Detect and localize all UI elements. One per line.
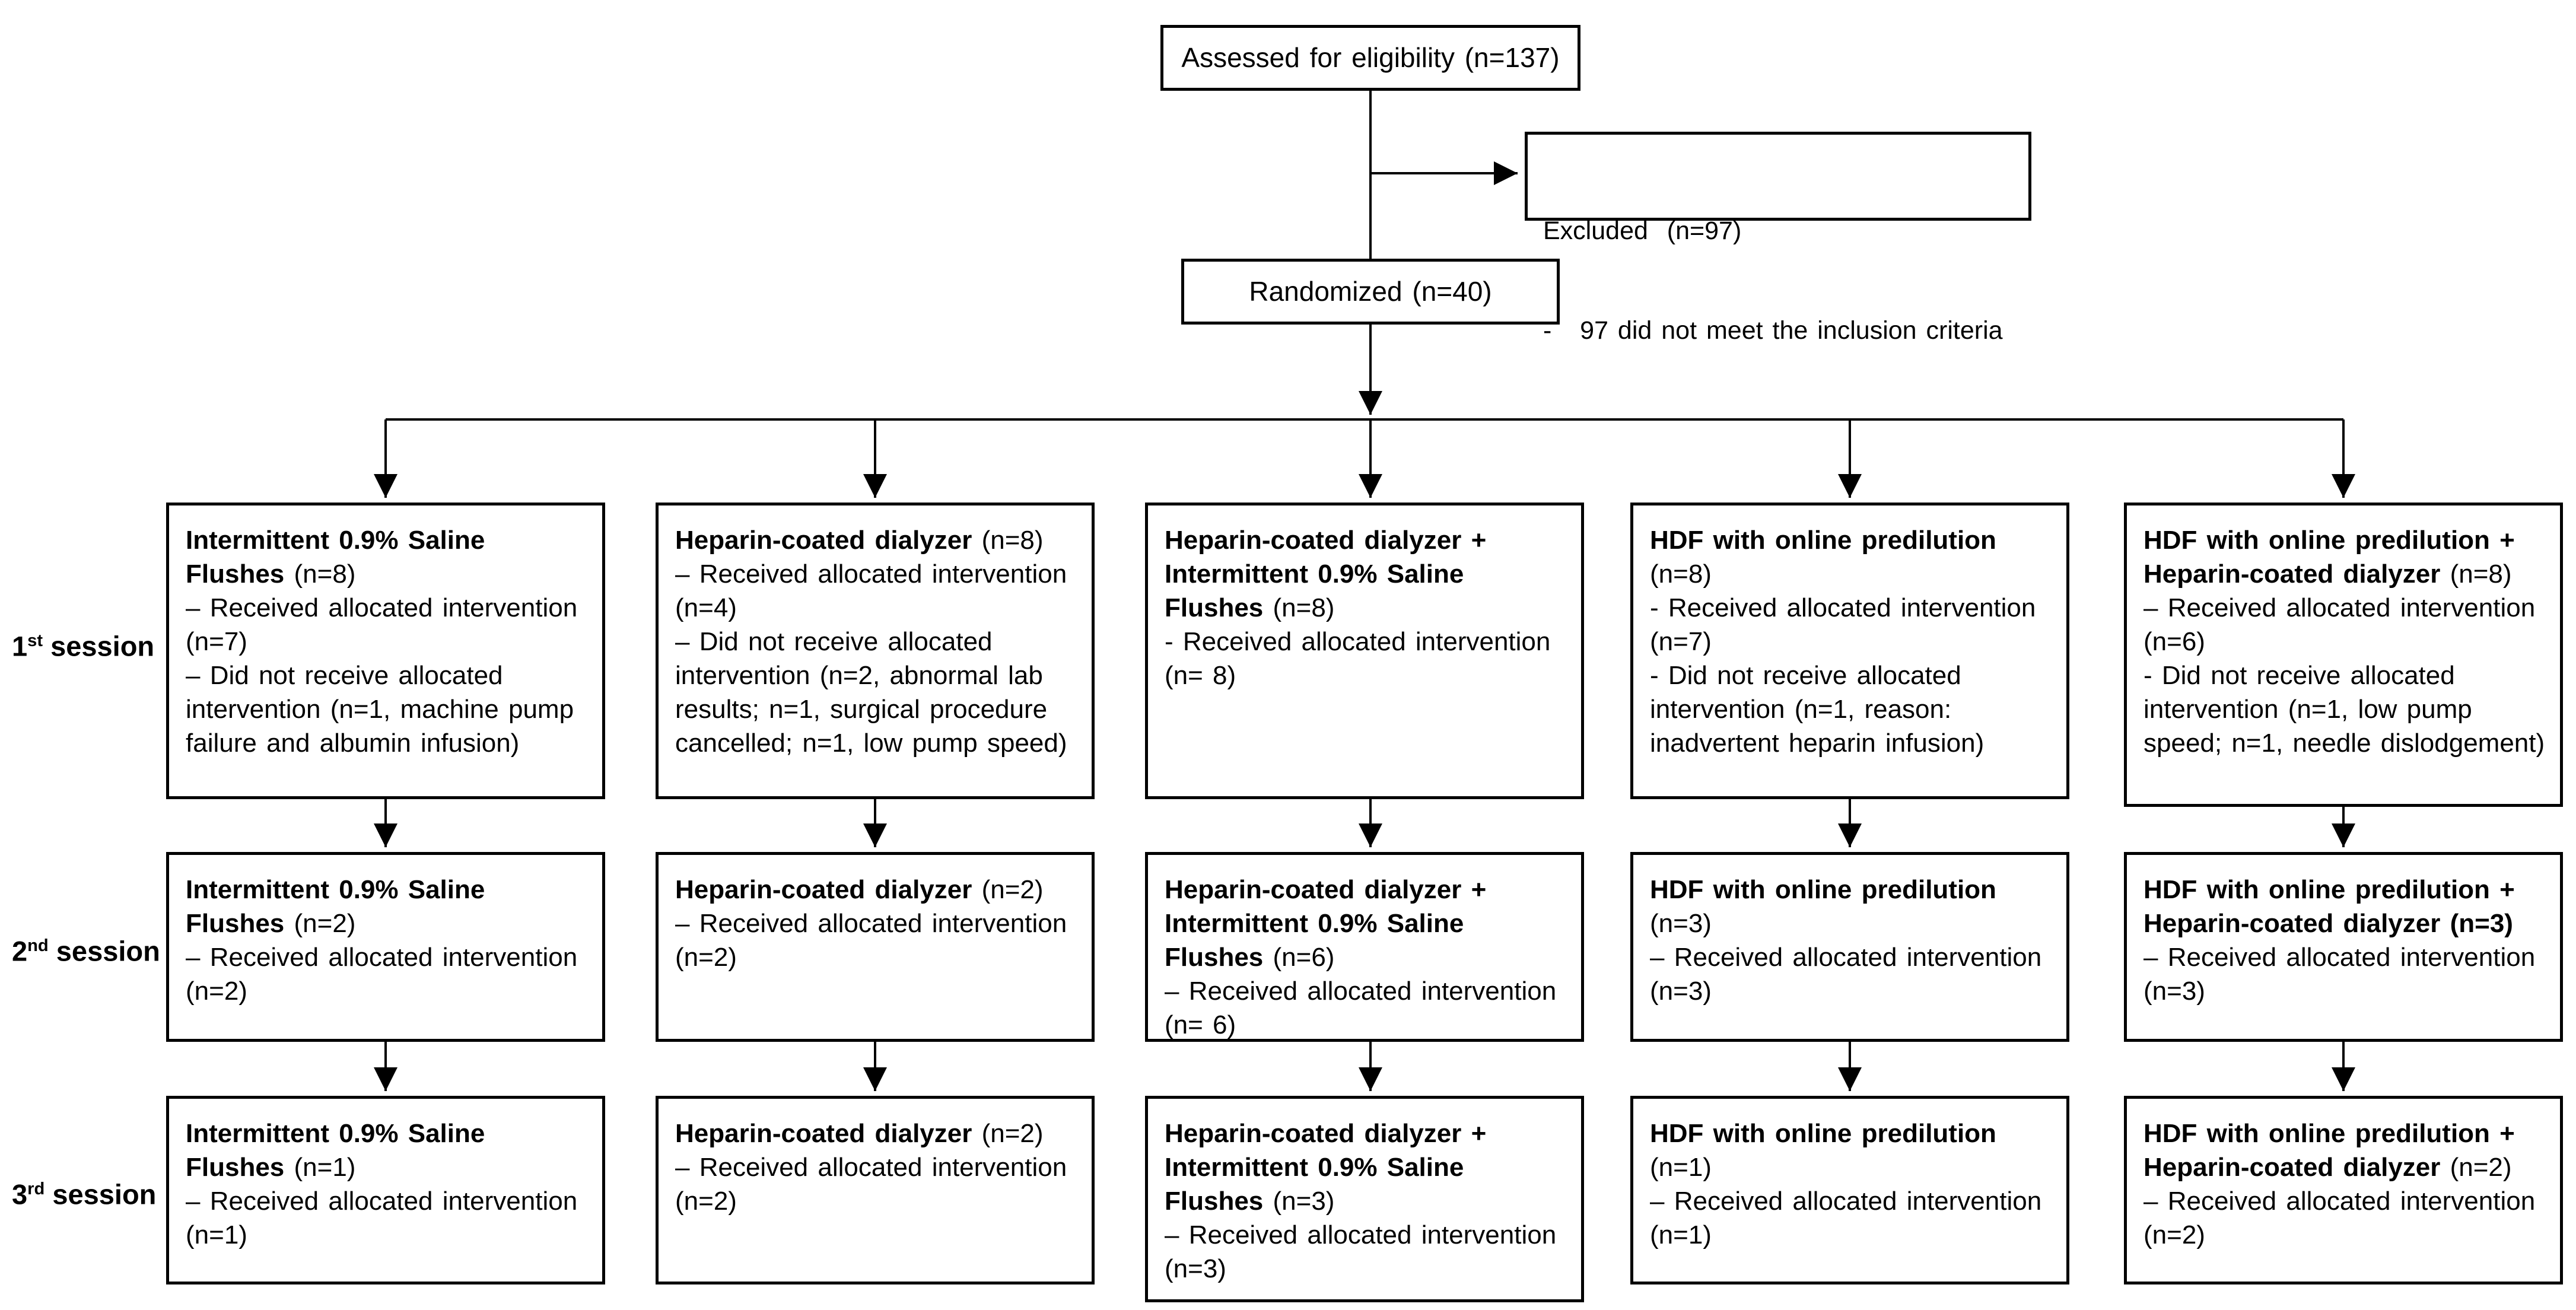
bullet: – Received allocated intervention (n=2) [2144,1187,2536,1249]
box-s2-hdf-plus-heparin: HDF with online predilution + Heparin-co… [2124,852,2563,1042]
box-s2-saline-flushes: Intermittent 0.9% Saline Flushes (n=2) –… [166,852,605,1042]
session-label-1: 1st session [12,630,155,662]
bullet: – Received allocated intervention (n=1) [1650,1187,2042,1249]
bullet: – Received allocated intervention (n=7) [186,593,578,656]
bullet: – Did not receive allocated intervention… [675,627,1067,758]
box-s1-heparin-dialyzer: Heparin-coated dialyzer (n=8) – Received… [656,503,1095,799]
session-label-2: 2nd session [12,935,160,967]
box-s2-heparin-plus-saline: Heparin-coated dialyzer + Intermittent 0… [1145,852,1584,1042]
box-s3-hdf-plus-heparin: HDF with online predilution + Heparin-co… [2124,1096,2563,1284]
box-s3-heparin-dialyzer: Heparin-coated dialyzer (n=2) – Received… [656,1096,1095,1284]
bullet: - Received allocated intervention (n= 8) [1165,627,1551,690]
box-s3-heparin-plus-saline: Heparin-coated dialyzer + Intermittent 0… [1145,1096,1584,1302]
assessed-box: Assessed for eligibility (n=137) [1160,25,1580,91]
box-s2-heparin-dialyzer: Heparin-coated dialyzer (n=2) – Received… [656,852,1095,1042]
bullet: – Received allocated intervention (n=2) [675,909,1067,972]
bullet: - Received allocated intervention (n=7) [1650,593,2036,656]
excluded-box: Excluded (n=97) - 97 did not meet the in… [1525,132,2031,345]
randomized-box: Randomized (n=40) [1181,259,1560,325]
excluded-line2: - 97 did not meet the inclusion criteria [1543,316,2003,345]
bullet: – Received allocated intervention (n= 6) [1165,977,1557,1039]
bullet: – Received allocated intervention (n=3) [1165,1220,1557,1283]
bullet: – Received allocated intervention (n=3) [2144,943,2536,1006]
assessed-label: Assessed for eligibility (n=137) [1181,42,1560,73]
box-s1-hdf-predilution: HDF with online predilution (n=8) - Rece… [1630,503,2069,799]
bullet: - Did not receive allocated intervention… [1650,661,1985,758]
box-s1-hdf-plus-heparin: HDF with online predilution + Heparin-co… [2124,503,2563,807]
box-s3-hdf-predilution: HDF with online predilution (n=1) – Rece… [1630,1096,2069,1284]
bullet: – Received allocated intervention (n=2) [675,1153,1067,1216]
bullet: – Received allocated intervention (n=6) [2144,593,2536,656]
bullet: – Received allocated intervention (n=1) [186,1187,578,1249]
box-s3-saline-flushes: Intermittent 0.9% Saline Flushes (n=1) –… [166,1096,605,1284]
box-s1-heparin-plus-saline: Heparin-coated dialyzer + Intermittent 0… [1145,503,1584,799]
bullet: – Did not receive allocated intervention… [186,661,574,758]
excluded-line1: Excluded (n=97) [1543,217,1742,245]
box-s2-hdf-predilution: HDF with online predilution (n=3) – Rece… [1630,852,2069,1042]
bullet: - Did not receive allocated intervention… [2144,661,2545,758]
session-label-3: 3rd session [12,1178,157,1210]
box-s1-saline-flushes: Intermittent 0.9% Saline Flushes (n=8) –… [166,503,605,799]
bullet: – Received allocated intervention (n=4) [675,559,1067,622]
bullet: – Received allocated intervention (n=3) [1650,943,2042,1006]
bullet: – Received allocated intervention (n=2) [186,943,578,1006]
randomized-label: Randomized (n=40) [1249,276,1492,307]
